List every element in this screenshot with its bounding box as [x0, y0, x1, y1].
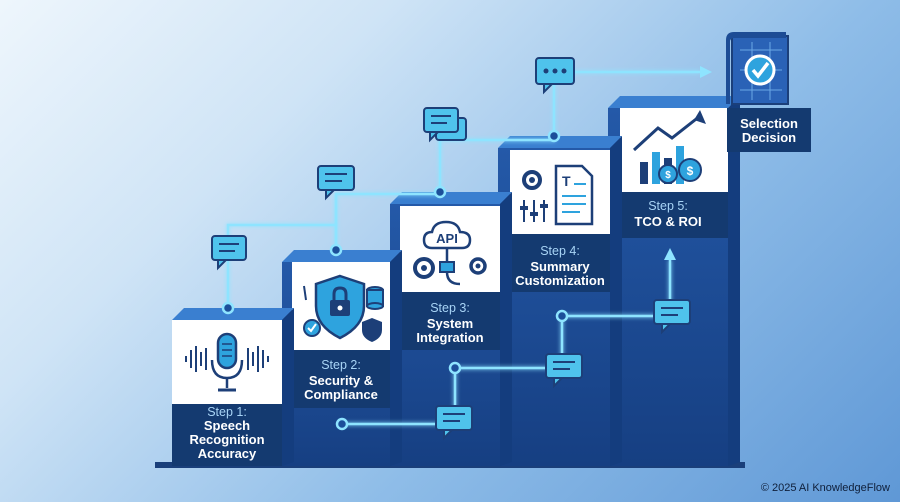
- chat-bubble-typing-icon: [535, 57, 575, 95]
- step-3: API Step 3: System Integration: [390, 192, 512, 466]
- step-1: Step 1: Speech Recognition Accuracy: [172, 308, 294, 466]
- node: [335, 417, 349, 431]
- api-cloud-icon: API: [413, 220, 487, 286]
- step-5: $ $ Step 5: TCO & ROI: [608, 96, 740, 466]
- step-4-title-line-1: Summary: [530, 259, 590, 274]
- chat-bubble-icon: [545, 353, 583, 389]
- step-4-side: [610, 136, 622, 466]
- step-5-side: [728, 96, 740, 466]
- arrow-head-final: [700, 66, 712, 78]
- chat-bubble-icon: [423, 107, 467, 143]
- node: [433, 185, 447, 199]
- chat-bubbles: [211, 57, 691, 441]
- connector-nodes: [221, 129, 569, 431]
- chat-bubble-icon: [435, 405, 473, 441]
- svg-text:$: $: [665, 170, 671, 181]
- step-2-side: [390, 250, 402, 466]
- node: [448, 361, 462, 375]
- step-3-side: [500, 192, 512, 466]
- chat-bubble-icon: [653, 299, 691, 335]
- step-1-title-line-2: Recognition: [189, 432, 264, 447]
- step-5-top: [608, 96, 740, 108]
- step-2: Step 2: Security & Compliance: [282, 250, 402, 466]
- svg-text:$: $: [687, 164, 694, 178]
- step-5-title-line-1: TCO & ROI: [634, 214, 701, 229]
- shield-lock-icon: [303, 274, 384, 342]
- node: [329, 243, 343, 257]
- final-title-line-1: Selection: [740, 116, 798, 131]
- step-2-step-label: Step 2:: [321, 358, 361, 372]
- step-1-title-line-1: Speech: [204, 418, 250, 433]
- step-1-title-line-3: Accuracy: [198, 446, 257, 461]
- final-title-line-2: Decision: [742, 130, 796, 145]
- selection-decision: Selection Decision: [726, 32, 811, 152]
- svg-text:T: T: [562, 173, 571, 189]
- document-settings-icon: T: [520, 164, 594, 226]
- chat-bubble-icon: [211, 235, 247, 271]
- node: [547, 129, 561, 143]
- step-3-title-line-1: System: [427, 316, 473, 331]
- final-label-band: [727, 108, 811, 152]
- step-4-label-band: [510, 234, 610, 292]
- chat-bubble-icon: [317, 165, 355, 201]
- arrow-head-up: [664, 248, 676, 260]
- step-3-step-label: Step 3:: [430, 301, 470, 315]
- step-4-step-label: Step 4:: [540, 244, 580, 258]
- node: [555, 309, 569, 323]
- step-5-step-label: Step 5:: [648, 199, 688, 213]
- copyright-notice: © 2025 AI KnowledgeFlow: [760, 482, 890, 494]
- step-5-label-band: [608, 192, 728, 238]
- microphone-icon: [185, 332, 269, 392]
- step-3-title-line-2: Integration: [416, 330, 483, 345]
- step-1-side: [282, 308, 294, 466]
- growth-chart-icon: $ $: [632, 110, 706, 184]
- svg-text:API: API: [436, 231, 458, 246]
- step-2-title-line-1: Security &: [309, 373, 373, 388]
- step-4: T Step 4: Summary Customization: [498, 136, 622, 466]
- step-3-label-band: [400, 292, 500, 350]
- step-1-label-band: [172, 404, 282, 466]
- step-2-top: [282, 250, 402, 262]
- node: [221, 301, 235, 315]
- step-4-title-line-2: Customization: [515, 273, 605, 288]
- step-2-label-band: [292, 350, 390, 408]
- step-1-step-label: Step 1:: [207, 405, 247, 419]
- step-4-top: [498, 136, 622, 148]
- checklist-blueprint-icon: [726, 32, 789, 105]
- step-1-top: [172, 308, 294, 320]
- step-2-title-line-2: Compliance: [304, 387, 378, 402]
